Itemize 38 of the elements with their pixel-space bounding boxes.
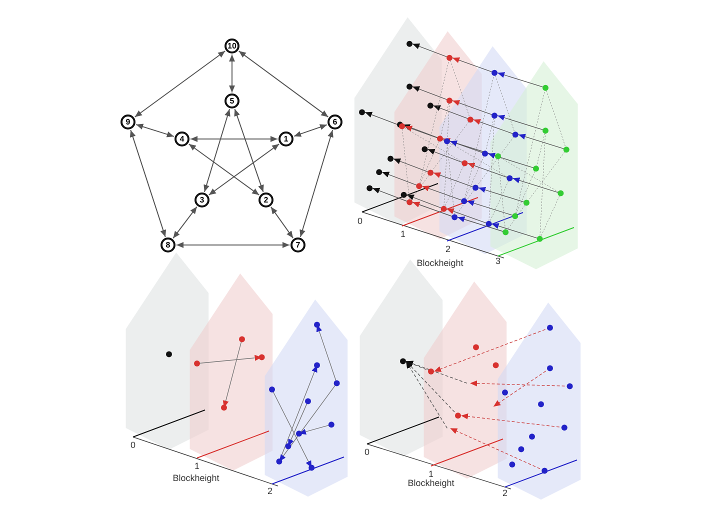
- tick-label: 2: [446, 244, 450, 254]
- numbered-node-circle: 9: [120, 114, 136, 130]
- axis-title: Blockheight: [408, 478, 454, 488]
- tick-label: 2: [502, 488, 508, 498]
- numbered-node-circle: 7: [290, 238, 306, 252]
- tick-label: 2: [268, 486, 272, 496]
- arrow: [134, 50, 226, 118]
- tick-label: 1: [194, 461, 200, 471]
- arrow: [190, 136, 278, 142]
- arrow: [208, 144, 280, 196]
- tick-label: 3: [496, 256, 500, 266]
- arrow: [300, 130, 334, 238]
- numbered-node-circle: 8: [160, 238, 176, 252]
- arrow: [136, 124, 174, 138]
- arrow: [130, 130, 166, 238]
- axis-title: Blockheight: [172, 473, 220, 483]
- tick-label: 1: [428, 469, 434, 479]
- numbered-node-circle: 2: [258, 192, 274, 208]
- tick-label: 0: [358, 216, 362, 226]
- numbered-node-circle: 6: [328, 114, 342, 130]
- axis-title: Blockheight: [416, 258, 464, 268]
- tick-label: 0: [130, 440, 136, 450]
- numbered-node-circle: 10: [224, 38, 240, 54]
- arrow: [238, 50, 329, 118]
- arrow: [172, 206, 198, 239]
- numbered-node-circle: 4: [174, 132, 190, 146]
- arrow: [229, 54, 235, 93]
- numbered-node-circle: 1: [278, 132, 294, 146]
- arrow: [234, 108, 264, 192]
- tick-label: 1: [400, 229, 406, 239]
- arrow: [294, 124, 328, 137]
- arrow: [176, 242, 290, 248]
- numbered-node-circle: 5: [224, 94, 240, 108]
- arrow: [270, 206, 294, 239]
- tick-label: 0: [364, 447, 370, 457]
- arrow: [188, 144, 260, 196]
- arrow: [204, 108, 230, 192]
- numbered-node-circle: 3: [194, 192, 210, 208]
